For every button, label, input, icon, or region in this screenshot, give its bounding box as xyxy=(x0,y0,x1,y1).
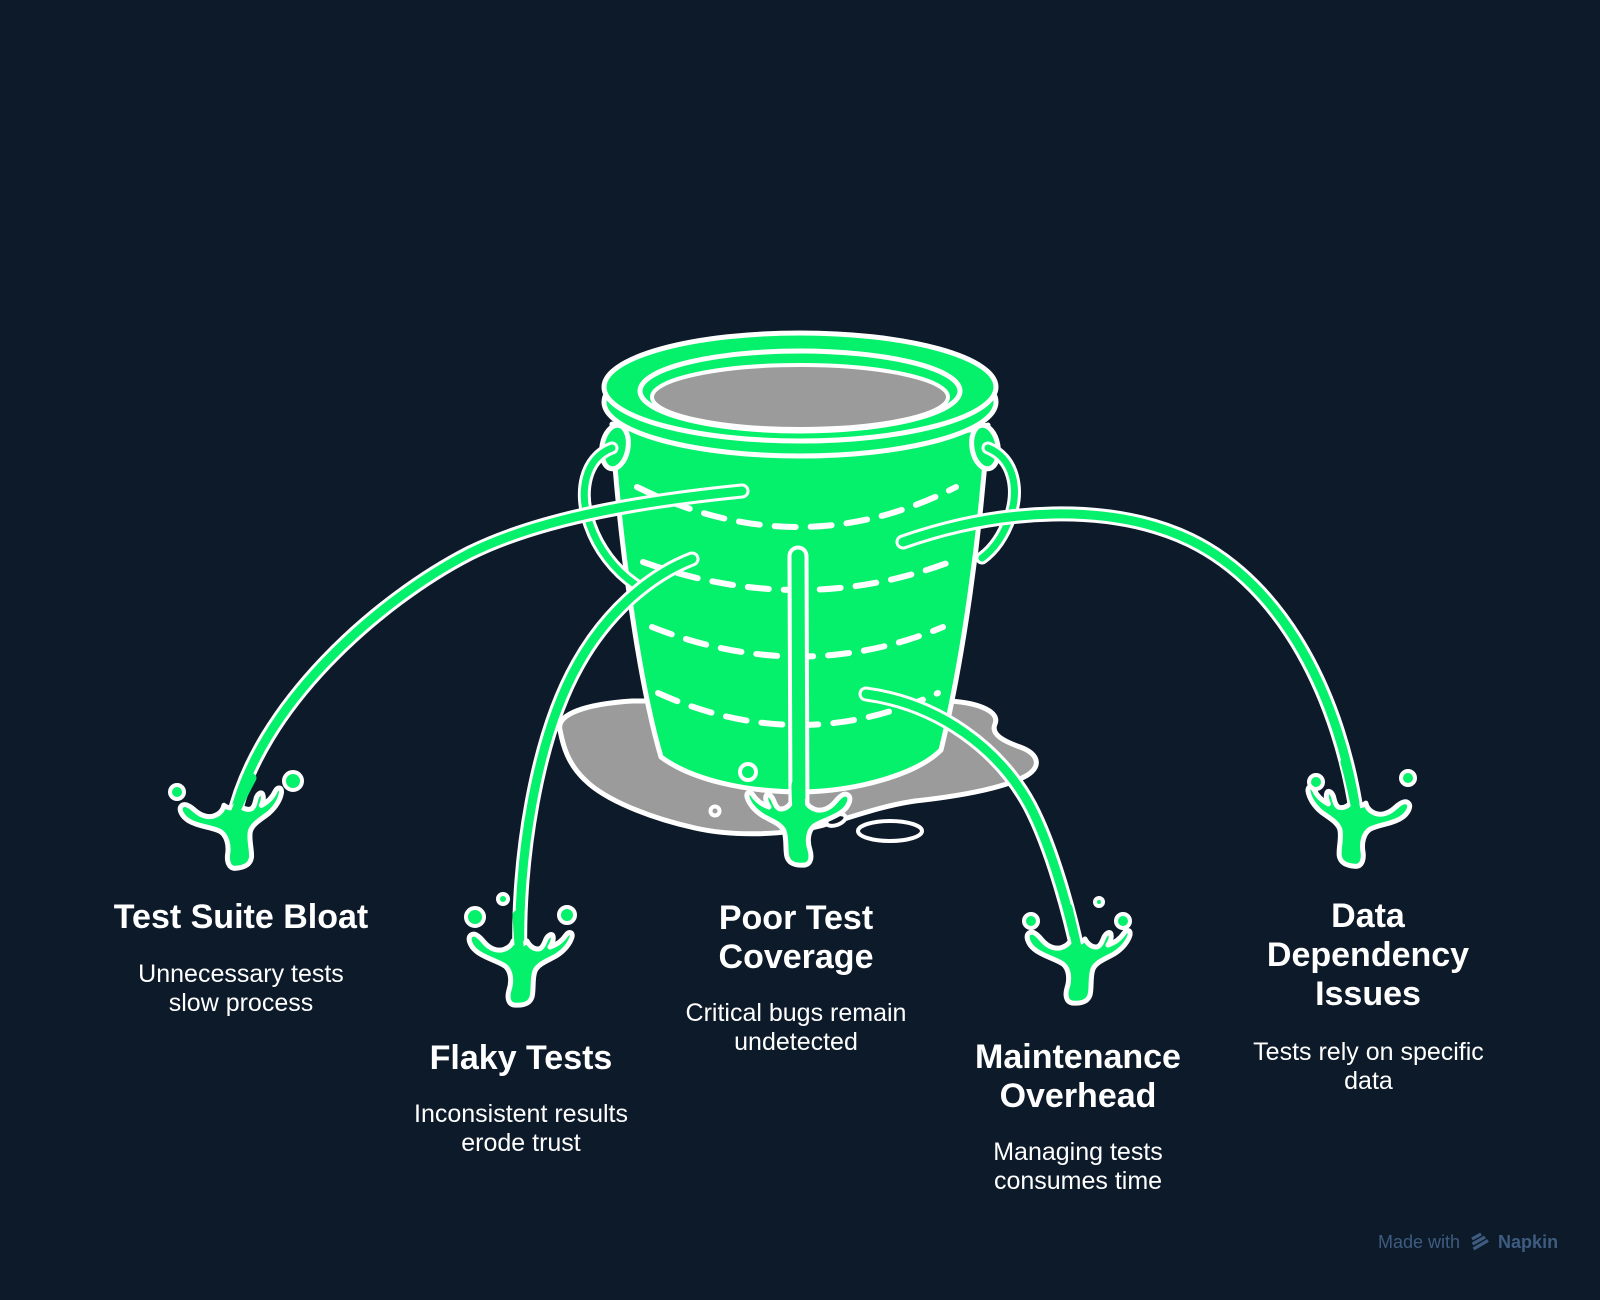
napkin-logo-icon xyxy=(1471,1232,1489,1251)
bucket-rim xyxy=(601,330,999,459)
water-surface xyxy=(650,363,950,431)
leak-description-maintenance-overhead: Managing tests consumes time xyxy=(993,1138,1163,1195)
stream-tails xyxy=(228,757,1362,962)
leak-description-poor-test-coverage: Critical bugs remain undetected xyxy=(685,999,907,1056)
watermark: Made with Napkin xyxy=(1378,1231,1558,1253)
leak-description-data-dependency-issues: Tests rely on specific data xyxy=(1253,1038,1484,1095)
droplets xyxy=(168,769,1417,930)
puddle-ripple xyxy=(856,819,924,843)
leak-description-flaky-tests: Inconsistent results erode trust xyxy=(414,1100,628,1157)
leak-title-poor-test-coverage: Poor Test Coverage xyxy=(718,899,874,976)
leak-streams xyxy=(225,483,1365,965)
watermark-text: Made with xyxy=(1378,1231,1461,1252)
leak-title-data-dependency-issues: Data Dependency Issues xyxy=(1266,897,1470,1013)
watermark-brand: Napkin xyxy=(1498,1231,1559,1252)
leak-title-flaky-tests: Flaky Tests xyxy=(429,1039,613,1077)
leak-title-test-suite-bloat: Test Suite Bloat xyxy=(113,898,369,936)
bucket-hole xyxy=(738,762,758,782)
leak-description-test-suite-bloat: Unnecessary tests slow process xyxy=(138,960,344,1017)
puddle-dot xyxy=(708,804,722,818)
leak-title-maintenance-overhead: Maintenance Overhead xyxy=(975,1038,1181,1115)
